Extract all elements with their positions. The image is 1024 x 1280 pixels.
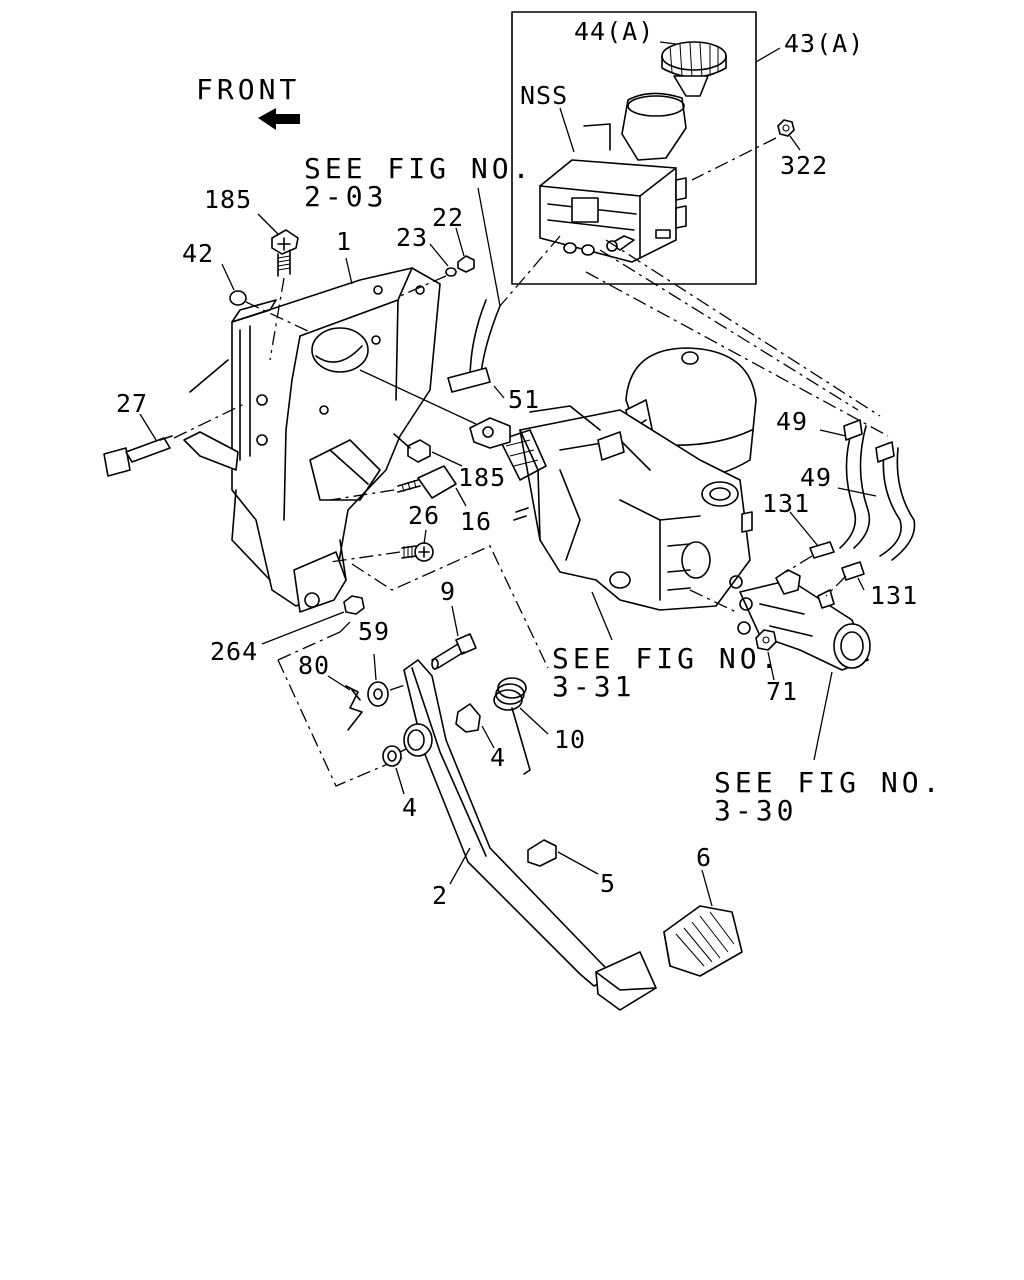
return-spring-10 <box>493 677 527 711</box>
bolt-185-lower <box>393 433 431 463</box>
callout-185-top: 185 <box>204 185 252 214</box>
hoses-49 <box>839 419 916 561</box>
callout-16: 16 <box>460 507 492 536</box>
nut-71 <box>755 629 777 651</box>
callout-9: 9 <box>440 577 456 606</box>
callout-42: 42 <box>182 239 214 268</box>
callout-59: 59 <box>358 617 390 646</box>
clip-80 <box>345 685 363 731</box>
callout-43a: 43(A) <box>784 29 864 58</box>
nut-22 <box>457 255 475 273</box>
callout-131-upper: 131 <box>762 489 810 518</box>
callout-322: 322 <box>780 151 828 180</box>
see-fig-2-03-line2: 2-03 <box>304 180 387 213</box>
clutch-master-booster <box>499 347 757 611</box>
clutch-pedal-arm <box>403 659 657 1011</box>
front-arrow-icon <box>258 108 300 130</box>
front-direction-label: FRONT <box>196 73 300 106</box>
washer-59 <box>367 681 389 707</box>
callout-185-lower: 185 <box>458 463 506 492</box>
callout-4-right: 4 <box>490 743 506 772</box>
pedal-pad-6 <box>663 905 743 977</box>
pedal-bracket <box>183 267 441 613</box>
reservoir-inset <box>511 11 795 285</box>
callout-27: 27 <box>116 389 148 418</box>
bushing-4b <box>382 745 402 767</box>
washer-23 <box>445 267 457 277</box>
callout-71: 71 <box>766 677 798 706</box>
see-fig-3-31-line1: SEE FIG NO. <box>552 642 781 675</box>
callout-264: 264 <box>210 637 258 666</box>
callout-44a: 44(A) <box>574 17 654 46</box>
callout-49-lower: 49 <box>800 463 832 492</box>
callout-2: 2 <box>432 881 448 910</box>
pivot-pin-9 <box>431 633 477 670</box>
callout-51: 51 <box>508 385 540 414</box>
pin-27 <box>103 435 173 477</box>
washer-42 <box>229 290 247 306</box>
callout-nss: NSS <box>520 81 568 110</box>
callout-6: 6 <box>696 843 712 872</box>
see-fig-2-03-line1: SEE FIG NO. <box>304 152 533 185</box>
callout-26: 26 <box>408 501 440 530</box>
see-fig-3-31-line2: 3-31 <box>552 670 635 703</box>
see-fig-3-30-line1: SEE FIG NO. <box>714 766 943 799</box>
callout-22: 22 <box>432 203 464 232</box>
clutch-switch-16 <box>397 465 457 499</box>
nut-264 <box>343 595 365 615</box>
pushrod-clevis <box>469 417 511 449</box>
callout-131-lower: 131 <box>870 581 918 610</box>
bolt-185-top <box>271 229 299 277</box>
bushing-4a <box>455 703 481 733</box>
fitting-131b <box>841 561 865 581</box>
callout-80: 80 <box>298 651 330 680</box>
hose-clamp-51 <box>447 367 491 393</box>
see-fig-3-30-line2: 3-30 <box>714 794 797 827</box>
callout-5: 5 <box>600 869 616 898</box>
reservoir-cap <box>661 41 727 97</box>
fitting-131a <box>809 541 835 559</box>
callout-49-upper: 49 <box>776 407 808 436</box>
nut-322 <box>777 119 795 137</box>
bolt-26 <box>401 542 434 562</box>
reservoir-body <box>539 92 687 263</box>
callout-1: 1 <box>336 227 352 256</box>
callout-4-left: 4 <box>402 793 418 822</box>
stopper-5 <box>527 839 557 867</box>
callout-23: 23 <box>396 223 428 252</box>
callout-10: 10 <box>554 725 586 754</box>
